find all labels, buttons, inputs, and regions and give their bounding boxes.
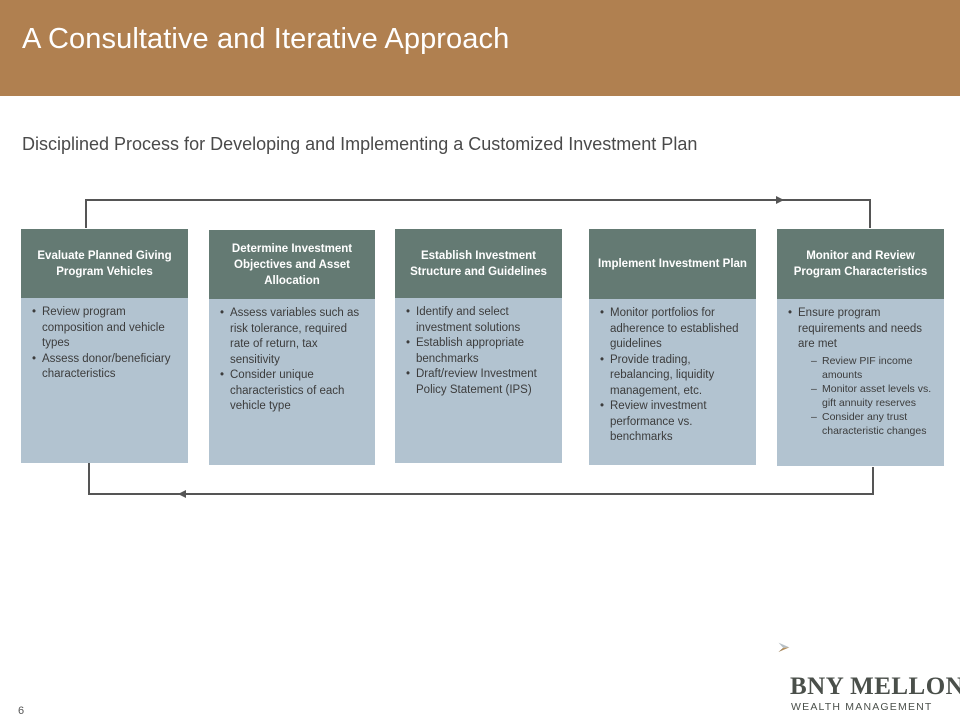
title-bar: A Consultative and Iterative Approach	[0, 0, 960, 96]
step-header: Evaluate Planned Giving Program Vehicles	[21, 229, 188, 298]
logo-subtitle: WEALTH MANAGEMENT	[791, 701, 933, 713]
page-number: 6	[18, 705, 25, 717]
bullet-item: Provide trading, rebalancing, liquidity …	[597, 353, 748, 400]
sub-bullet-item: Monitor asset levels vs. gift annuity re…	[798, 382, 936, 410]
bullet-item: Review investment performance vs. benchm…	[597, 399, 748, 446]
sub-bullet-list: Review PIF income amounts Monitor asset …	[798, 354, 936, 438]
bullet-item: Identify and select investment solutions	[403, 305, 554, 336]
bottom-return-arrow	[178, 467, 874, 498]
step-header: Determine Investment Objectives and Asse…	[209, 230, 375, 299]
bullet-list: Monitor portfolios for adherence to esta…	[597, 306, 748, 446]
step-header: Implement Investment Plan	[589, 229, 756, 299]
bullet-item: Establish appropriate benchmarks	[403, 336, 554, 367]
step-body: Monitor portfolios for adherence to esta…	[589, 299, 756, 465]
bullet-list: Assess variables such as risk tolerance,…	[217, 306, 367, 415]
bullet-item: Monitor portfolios for adherence to esta…	[597, 306, 748, 353]
top-forward-arrow	[85, 196, 784, 228]
bullet-list: Identify and select investment solutions…	[403, 305, 554, 398]
bullet-item: Draft/review Investment Policy Statement…	[403, 367, 554, 398]
page-title: A Consultative and Iterative Approach	[22, 23, 510, 55]
sub-bullet-item: Review PIF income amounts	[798, 354, 936, 382]
bullet-item: Assess donor/beneficiary characteristics	[29, 352, 180, 383]
step-body: Assess variables such as risk tolerance,…	[209, 299, 375, 465]
bullet-text: Ensure program requirements and needs ar…	[798, 307, 923, 350]
step-body: Review program composition and vehicle t…	[21, 298, 188, 463]
top-right-connector	[782, 199, 871, 228]
step-body: Identify and select investment solutions…	[395, 298, 562, 463]
bullet-item: Review program composition and vehicle t…	[29, 305, 180, 352]
bullet-item: Consider unique characteristics of each …	[217, 368, 367, 415]
bullet-item: Ensure program requirements and needs ar…	[785, 306, 936, 438]
step-body: Ensure program requirements and needs ar…	[777, 299, 944, 466]
bullet-item: Assess variables such as risk tolerance,…	[217, 306, 367, 368]
logo-name: BNY MELLON	[790, 673, 960, 700]
sub-bullet-item: Consider any trust characteristic change…	[798, 410, 936, 438]
bullet-list: Review program composition and vehicle t…	[29, 305, 180, 383]
logo-mark-icon	[778, 642, 790, 652]
step-header: Establish Investment Structure and Guide…	[395, 229, 562, 298]
page-subtitle: Disciplined Process for Developing and I…	[22, 134, 698, 154]
bullet-list: Ensure program requirements and needs ar…	[785, 306, 936, 438]
step-header: Monitor and Review Program Characteristi…	[777, 229, 944, 299]
bottom-left-connector	[88, 463, 180, 495]
